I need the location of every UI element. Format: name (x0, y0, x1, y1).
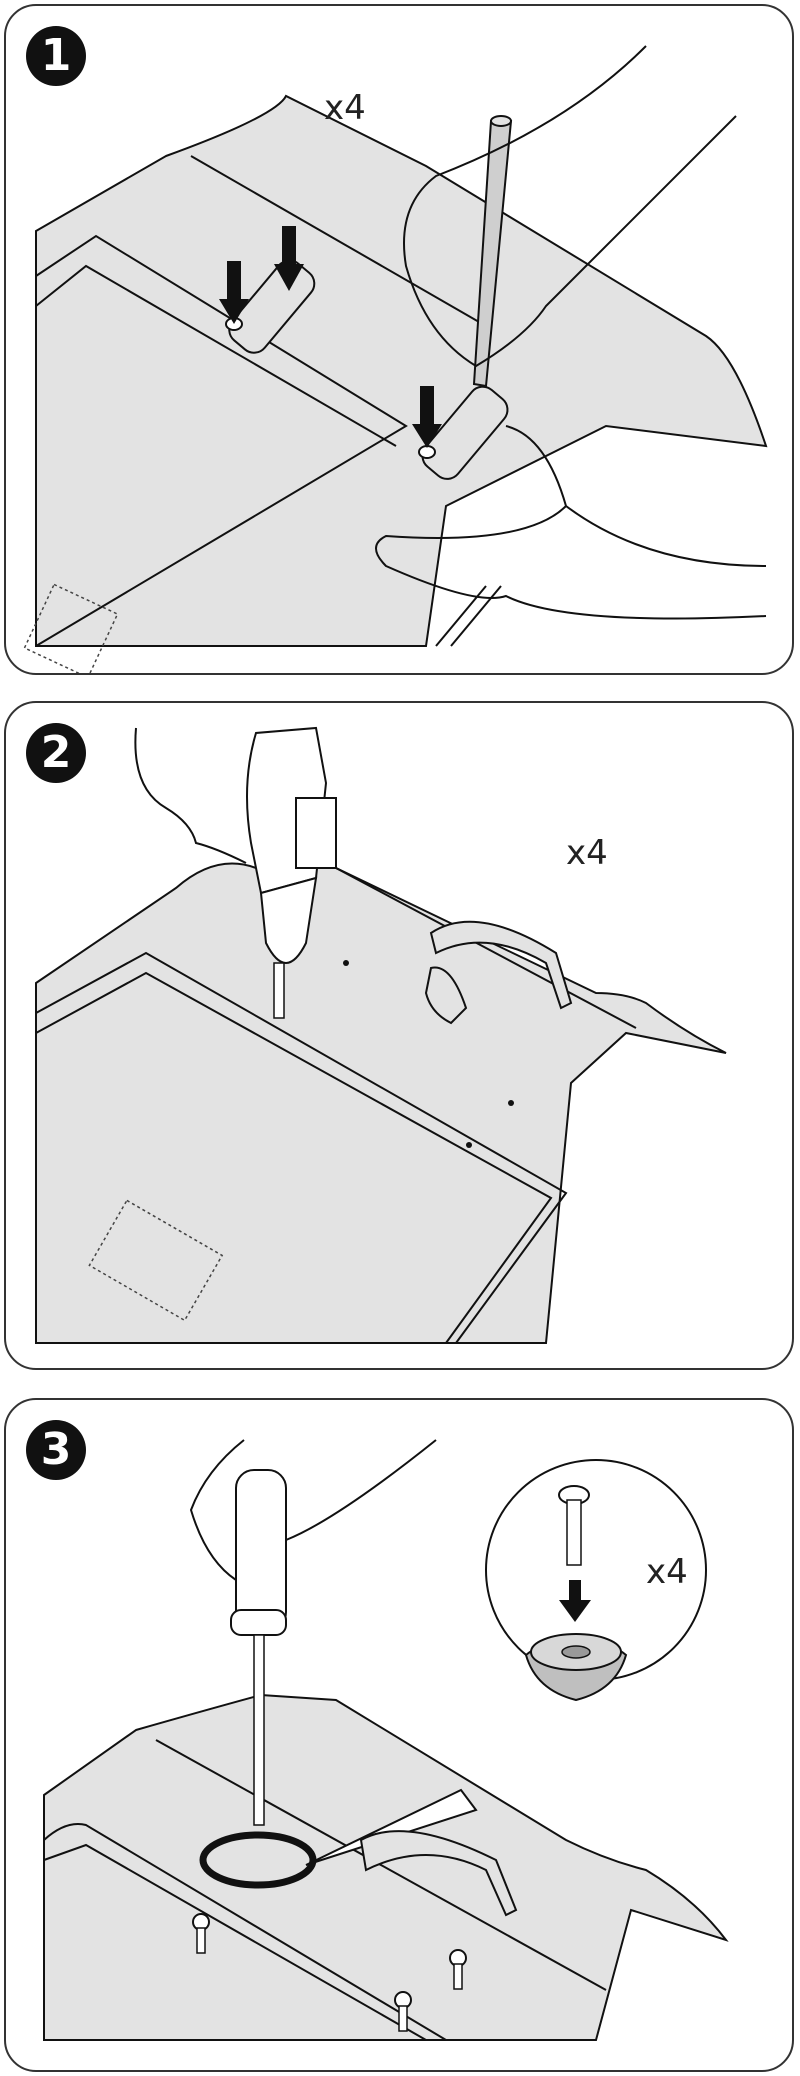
down-arrow-icon (559, 1580, 591, 1622)
screw-icon (394, 1991, 412, 2032)
down-arrow-icon (412, 386, 442, 448)
step-2-badge: 2 (26, 723, 86, 783)
step-2-quantity: x4 (566, 833, 608, 873)
down-arrow-icon (219, 261, 249, 324)
rotate-arrow-icon (199, 1831, 317, 1889)
drill-hole (343, 960, 349, 966)
screw-icon (192, 1913, 210, 1954)
drill-icon (246, 726, 337, 1019)
down-arrow-icon (274, 226, 304, 291)
step-3-panel: 3 (4, 1398, 794, 2072)
step-1-illustration (23, 45, 768, 673)
screw-icon (558, 1485, 590, 1566)
screwdriver-icon (230, 1469, 287, 1826)
step-1-quantity: x4 (324, 88, 366, 128)
bag-body (35, 94, 768, 647)
pencil-icon (472, 115, 513, 388)
handle-icon (424, 920, 573, 1025)
washer-icon (524, 1633, 628, 1702)
step-3-badge: 3 (26, 1420, 86, 1480)
screw-icon (449, 1949, 467, 1990)
hand-icon (375, 425, 767, 620)
step-2-panel: 2 x4 (4, 701, 794, 1370)
step-2-illustration (35, 726, 727, 1344)
hand-icon (134, 727, 247, 864)
step-3-illustration (43, 1439, 729, 2041)
hand-icon (403, 45, 737, 368)
handle-icon (359, 1830, 518, 1917)
hand-icon (189, 1439, 437, 1581)
step-1-badge: 1 (26, 26, 86, 86)
step-3-detail-quantity: x4 (646, 1552, 688, 1592)
drill-hole (466, 1142, 472, 1148)
drill-hole (508, 1100, 514, 1106)
step-1-panel: 1 x4 (4, 4, 794, 675)
